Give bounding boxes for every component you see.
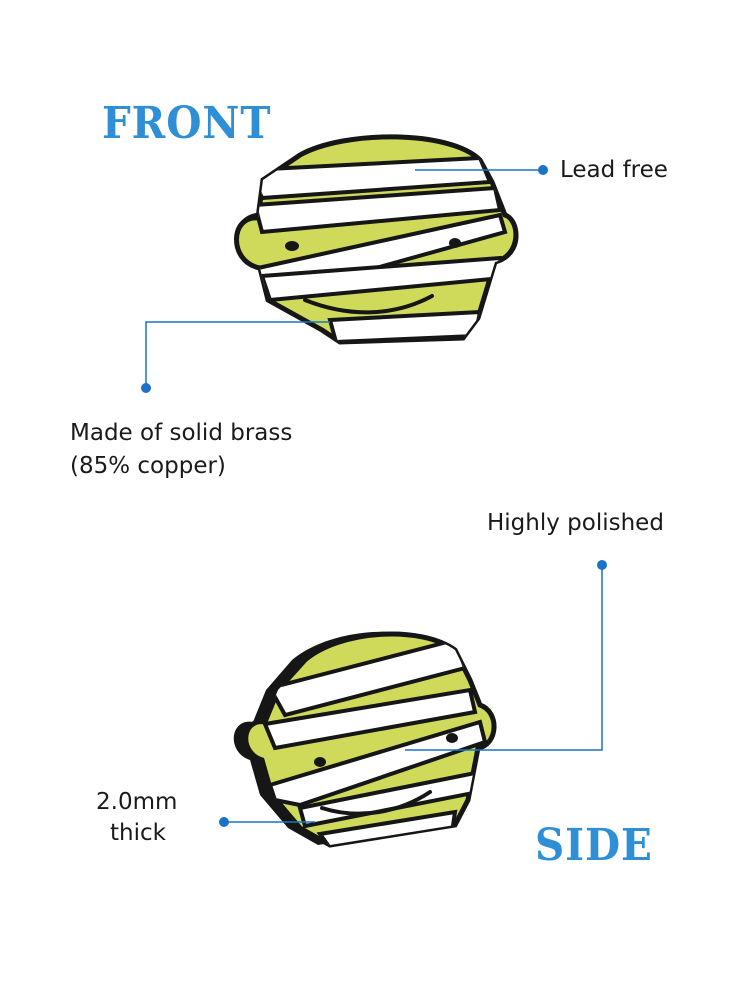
side-heading: SIDE [535, 820, 653, 871]
front-pin [234, 134, 519, 345]
polished-label: Highly polished [487, 510, 664, 536]
callout-lead-free [415, 165, 548, 175]
callout-brass [141, 321, 330, 393]
thickness-label-line1: 2.0mm [96, 789, 178, 815]
brass-label-line2: (85% copper) [70, 453, 226, 479]
side-pin [233, 631, 497, 848]
callout-thickness [219, 817, 315, 827]
brass-label-line1: Made of solid brass [70, 420, 293, 446]
callout-polished [405, 560, 607, 751]
lead-free-label: Lead free [560, 157, 668, 183]
front-heading: FRONT [102, 98, 272, 149]
thickness-label-line2: thick [110, 820, 166, 846]
